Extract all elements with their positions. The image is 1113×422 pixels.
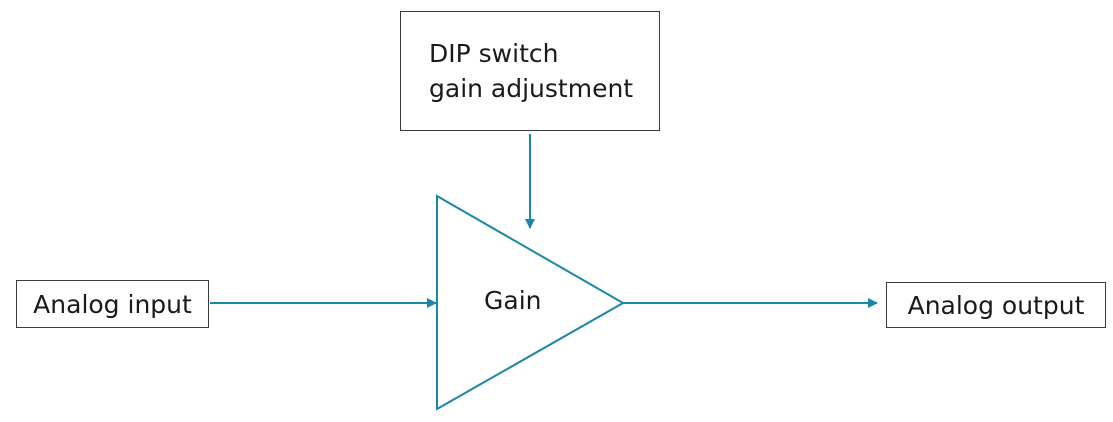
dip-switch-box: DIP switch gain adjustment: [400, 11, 660, 131]
gain-label: Gain: [484, 286, 542, 315]
dip-switch-label-line1: DIP switch: [429, 39, 559, 68]
amplifier-triangle: [436, 194, 626, 411]
analog-input-box: Analog input: [16, 280, 209, 328]
dip-switch-label-line2: gain adjustment: [429, 74, 634, 103]
analog-output-label: Analog output: [907, 290, 1085, 320]
analog-output-box: Analog output: [886, 282, 1106, 328]
analog-input-label: Analog input: [33, 289, 192, 319]
